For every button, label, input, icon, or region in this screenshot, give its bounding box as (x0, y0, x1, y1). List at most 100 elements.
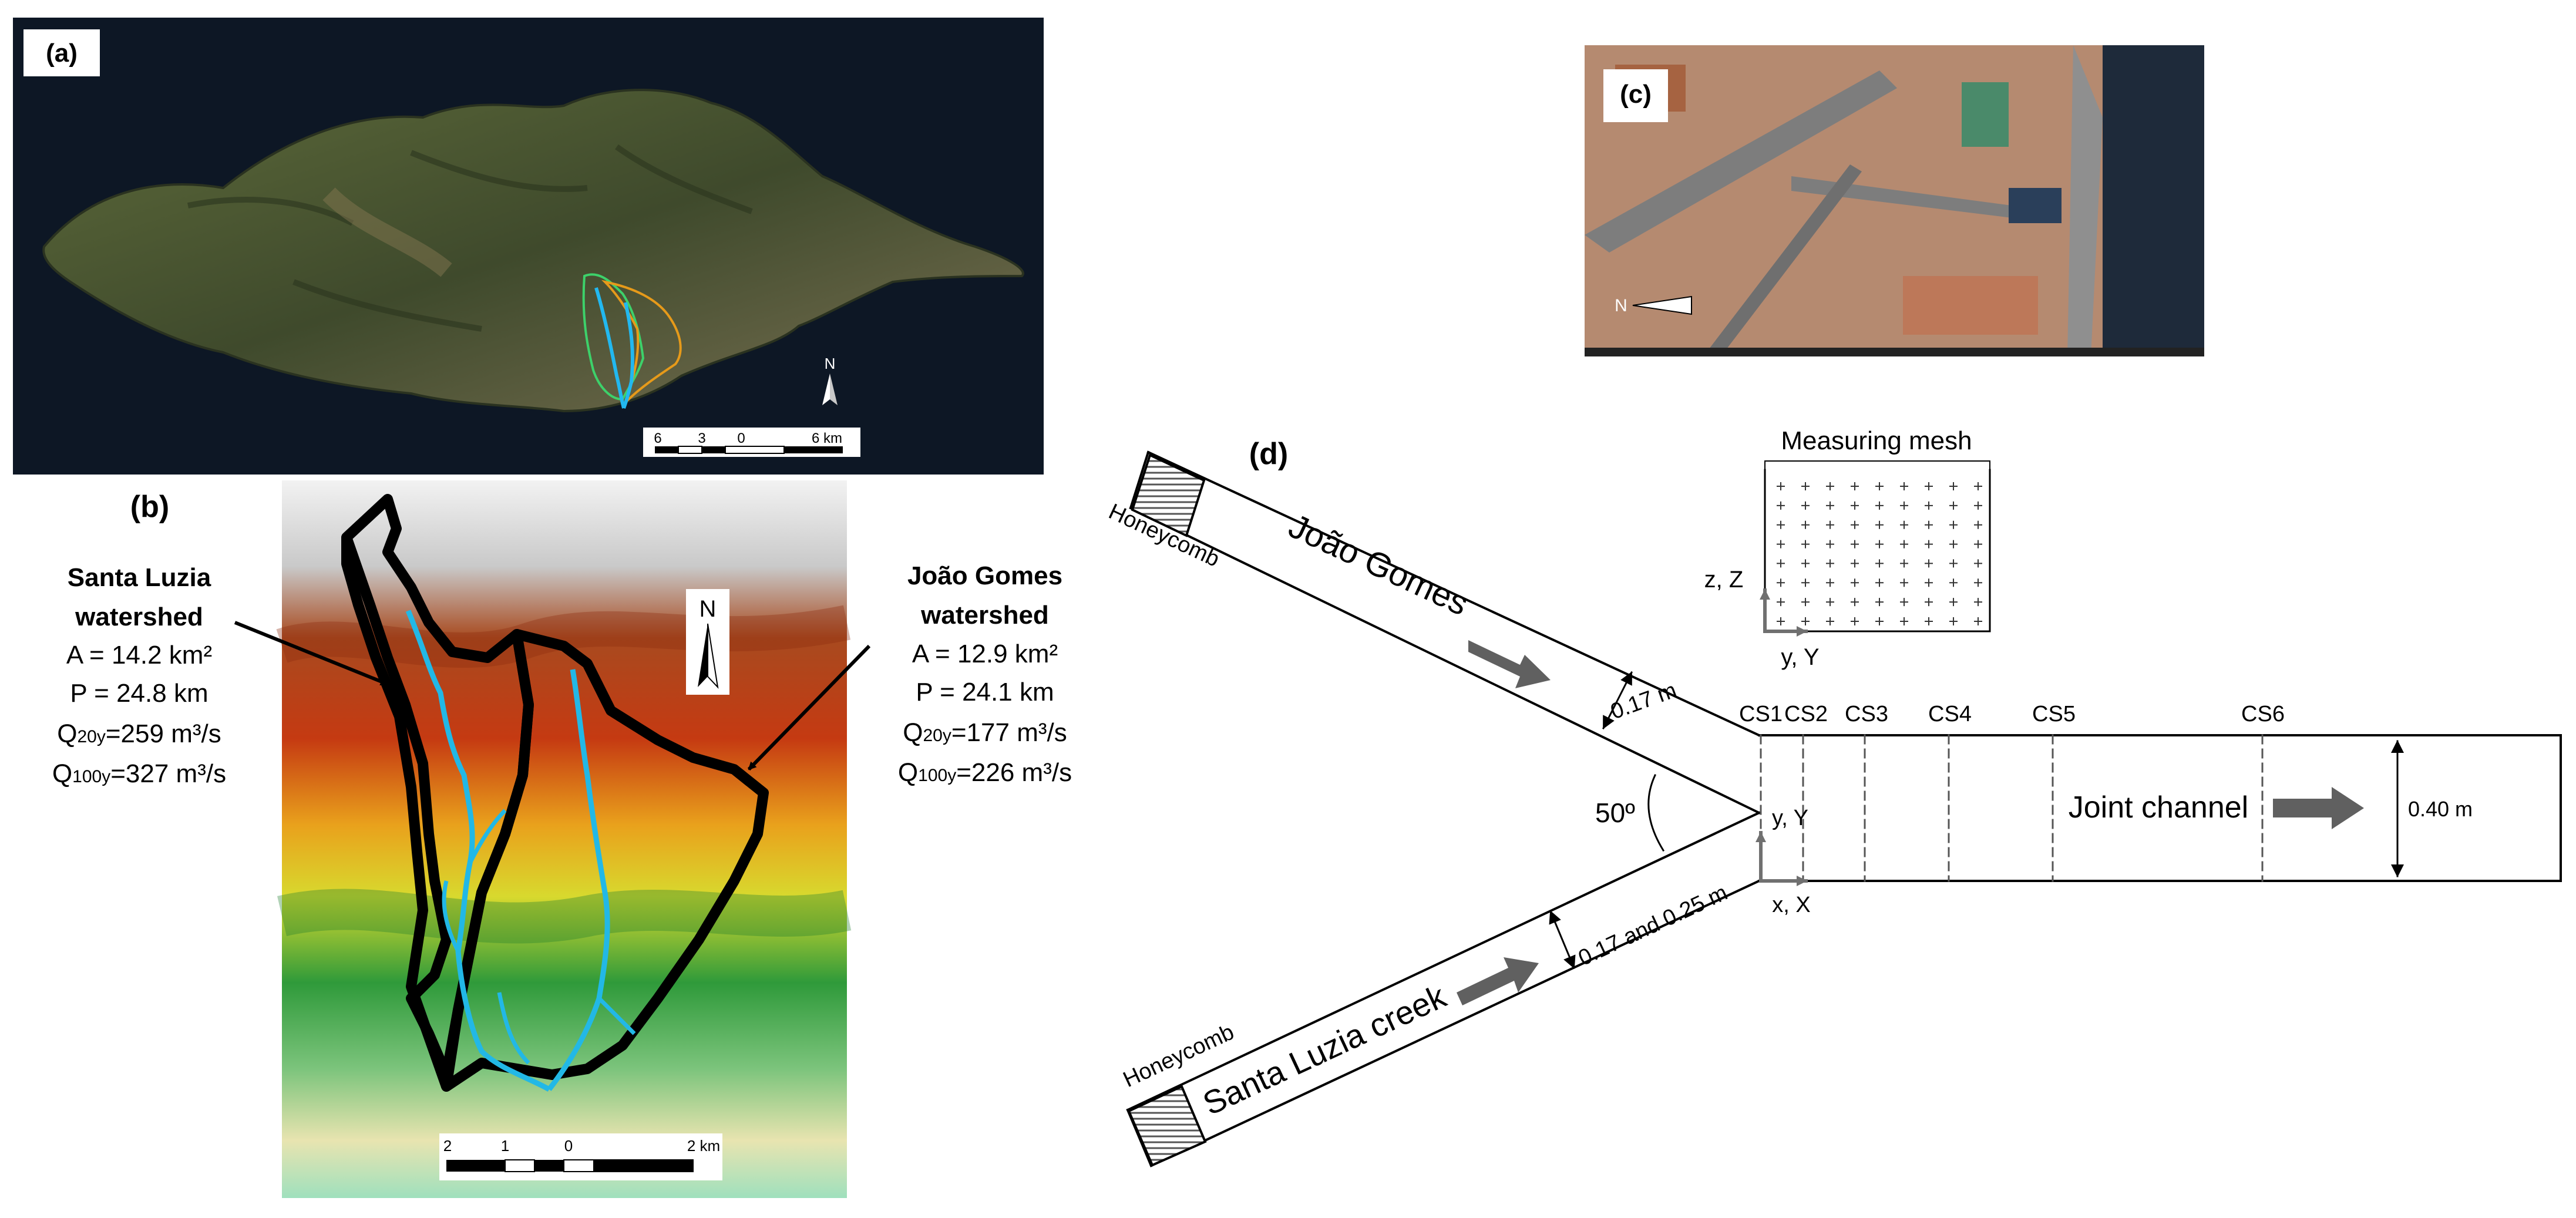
madeira-island (42, 89, 1024, 413)
mesh-point (1900, 578, 1908, 587)
mesh-point (1875, 559, 1884, 568)
mesh-point (1925, 520, 1933, 529)
panel-d-tag: (d) (1249, 437, 1288, 471)
branch-top-label: João Gomes (1283, 507, 1474, 623)
width-bottom-label: 0.17 and 0.25 m (1575, 880, 1731, 971)
jg-q100: Q100y=226 m³/s (898, 758, 1072, 787)
jg-leader (747, 644, 871, 771)
sl-q20: Q20y=259 m³/s (57, 719, 221, 748)
flow-arrow-joint (2273, 787, 2364, 829)
aerial-building-green (1962, 82, 2009, 147)
honeycomb-bottom (1127, 1085, 1207, 1167)
panel-b: (b) N 2 1 0 2 km (52, 480, 1072, 1198)
mesh-axis-y-label: y, Y (1781, 644, 1819, 670)
cross-sections: CS1 CS2 CS3 CS4 CS5 CS6 (1739, 702, 2285, 882)
santa-luzia-west-edge (341, 537, 452, 1088)
jg-name-2: watershed (920, 601, 1049, 630)
mesh-point (1777, 482, 1785, 490)
honeycomb-top (1131, 453, 1206, 537)
mesh-point (1777, 617, 1785, 625)
sl-leader (234, 621, 389, 686)
width-bottom-dim (1549, 910, 1576, 969)
mesh-point (1801, 540, 1810, 549)
scale-bar-b: 2 1 0 2 km (439, 1133, 722, 1180)
flow-arrow-bottom (1457, 957, 1539, 1005)
mesh-point (1974, 598, 1982, 607)
mesh-point (1900, 598, 1908, 607)
mesh-point (1826, 578, 1834, 587)
jg-perimeter: P = 24.1 km (916, 678, 1054, 706)
origin-x-label: x, X (1772, 893, 1810, 917)
mesh-point (1851, 598, 1859, 607)
mesh-title: Measuring mesh (1781, 426, 1972, 455)
branch-joao-gomes: Honeycomb João Gomes 0.17 m (1105, 450, 1761, 815)
panel-d: (d) Measuring mesh z, Z y, Y Honeycomb J… (1105, 426, 2562, 1167)
mesh-point (1925, 501, 1933, 510)
mesh-point (1801, 598, 1810, 607)
mesh-point (1777, 598, 1785, 607)
scale-bar-a: 6 3 0 6 km (643, 428, 860, 457)
jg-name-1: João Gomes (907, 561, 1062, 590)
mesh-point (1974, 482, 1982, 490)
cs3-label: CS3 (1845, 702, 1888, 726)
mesh-frame (1764, 469, 1991, 632)
joint-width-label: 0.40 m (2408, 797, 2473, 821)
width-top-label: 0.17 m (1608, 678, 1680, 724)
aerial-road-3 (1703, 164, 1862, 356)
joint-label: Joint channel (2069, 790, 2248, 825)
mesh-point (1900, 520, 1908, 529)
flow-arrow-top (1468, 640, 1551, 688)
mesh-point (1826, 520, 1834, 529)
sl-q100: Q100y=327 m³/s (52, 759, 226, 788)
mesh-point (1974, 617, 1982, 625)
mesh-point (1801, 559, 1810, 568)
mesh-point (1826, 501, 1834, 510)
mesh-point (1875, 617, 1884, 625)
aerial-dock (2009, 188, 2062, 223)
mesh-point (1949, 520, 1958, 529)
mesh-crosses (1777, 482, 1982, 625)
mesh-point (1801, 520, 1810, 529)
north-label-a: N (825, 355, 836, 372)
mesh-point (1875, 598, 1884, 607)
streams-a (594, 287, 634, 409)
scale-a-3: 6 km (812, 430, 842, 446)
mesh-point (1949, 559, 1958, 568)
joao-gomes-label: João Gomes watershed A = 12.9 km² P = 24… (898, 561, 1072, 787)
mesh-point (1801, 501, 1810, 510)
mesh-point (1801, 578, 1810, 587)
mesh-point (1801, 617, 1810, 625)
panel-c: (c) N (1585, 45, 2204, 356)
mesh-point (1949, 598, 1958, 607)
mesh-point (1875, 540, 1884, 549)
mesh-point (1900, 540, 1908, 549)
cs1-label: CS1 (1739, 702, 1783, 726)
cs5-label: CS5 (2032, 702, 2076, 726)
cs4-label: CS4 (1928, 702, 1972, 726)
mesh-point (1974, 578, 1982, 587)
mesh-bracket (1764, 460, 1990, 470)
scale-a-1: 3 (698, 430, 705, 446)
mesh-point (1949, 617, 1958, 625)
mesh-point (1900, 501, 1908, 510)
measuring-mesh: Measuring mesh z, Z y, Y (1704, 426, 1991, 670)
cs2-label: CS2 (1784, 702, 1828, 726)
tributaries (442, 809, 636, 1065)
jg-area: A = 12.9 km² (912, 640, 1058, 668)
mesh-point (1925, 559, 1933, 568)
mesh-point (1851, 559, 1859, 568)
panel-c-tag: (c) (1620, 80, 1652, 109)
angle-label: 50º (1595, 798, 1635, 828)
mesh-point (1777, 520, 1785, 529)
mesh-point (1851, 617, 1859, 625)
mesh-point (1851, 578, 1859, 587)
mesh-point (1851, 520, 1859, 529)
mesh-point (1900, 617, 1908, 625)
aerial-road-2 (1791, 176, 2056, 223)
width-top-dim (1602, 671, 1633, 730)
mesh-point (1777, 501, 1785, 510)
north-label-b: N (700, 596, 717, 622)
sl-area: A = 14.2 km² (66, 641, 212, 669)
panel-b-tag: (b) (130, 490, 169, 524)
